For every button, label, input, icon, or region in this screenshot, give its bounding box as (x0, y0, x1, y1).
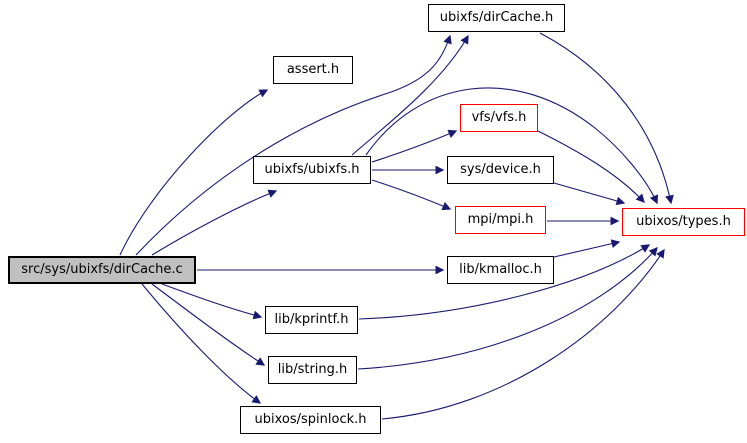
edge-kprintf-to-types (358, 244, 651, 320)
node-ubixos-types-h[interactable]: ubixos/types.h (622, 208, 745, 236)
node-lib-string-h[interactable]: lib/string.h (268, 356, 357, 384)
edge-string-to-types (357, 247, 658, 370)
edge-vfs-to-types (537, 130, 645, 203)
edge-dircache_c-to-kprintf (161, 283, 263, 320)
edge-dircache_c-to-string (151, 283, 266, 366)
edge-spinlock-to-types (381, 248, 665, 420)
node-ubixfs-dircache-h[interactable]: ubixfs/dirCache.h (428, 4, 565, 32)
edge-dircache_h-to-types (539, 32, 674, 205)
node-ubixfs-ubixfs-h[interactable]: ubixfs/ubixfs.h (253, 156, 371, 184)
edge-ubixfs-to-dircache_h (351, 34, 469, 156)
edge-ubixfs-to-vfs (371, 129, 458, 163)
node-lib-kmalloc-h[interactable]: lib/kmalloc.h (447, 256, 554, 284)
node-ubixos-spinlock-h[interactable]: ubixos/spinlock.h (240, 406, 381, 434)
edge-ubixfs-to-types (365, 87, 659, 205)
edge-kmalloc-to-types (553, 239, 621, 258)
edge-device-to-types (553, 182, 626, 206)
node-assert-h[interactable]: assert.h (273, 56, 353, 84)
edge-ubixfs-to-mpi (371, 179, 452, 211)
edge-dircache_c-to-assert (119, 89, 269, 256)
edge-dircache_c-to-dircache_h (135, 34, 452, 256)
edge-dircache_c-to-spinlock (141, 283, 262, 404)
node-lib-kprintf-h[interactable]: lib/kprintf.h (265, 306, 358, 334)
node-mpi-mpi-h[interactable]: mpi/mpi.h (455, 206, 546, 234)
node-sys-device-h[interactable]: sys/device.h (447, 156, 554, 184)
edge-dircache_c-to-ubixfs (151, 189, 278, 256)
node-src-sys-ubixfs-dircache-c: src/sys/ubixfs/dirCache.c (8, 256, 196, 284)
node-vfs-vfs-h[interactable]: vfs/vfs.h (460, 104, 538, 132)
